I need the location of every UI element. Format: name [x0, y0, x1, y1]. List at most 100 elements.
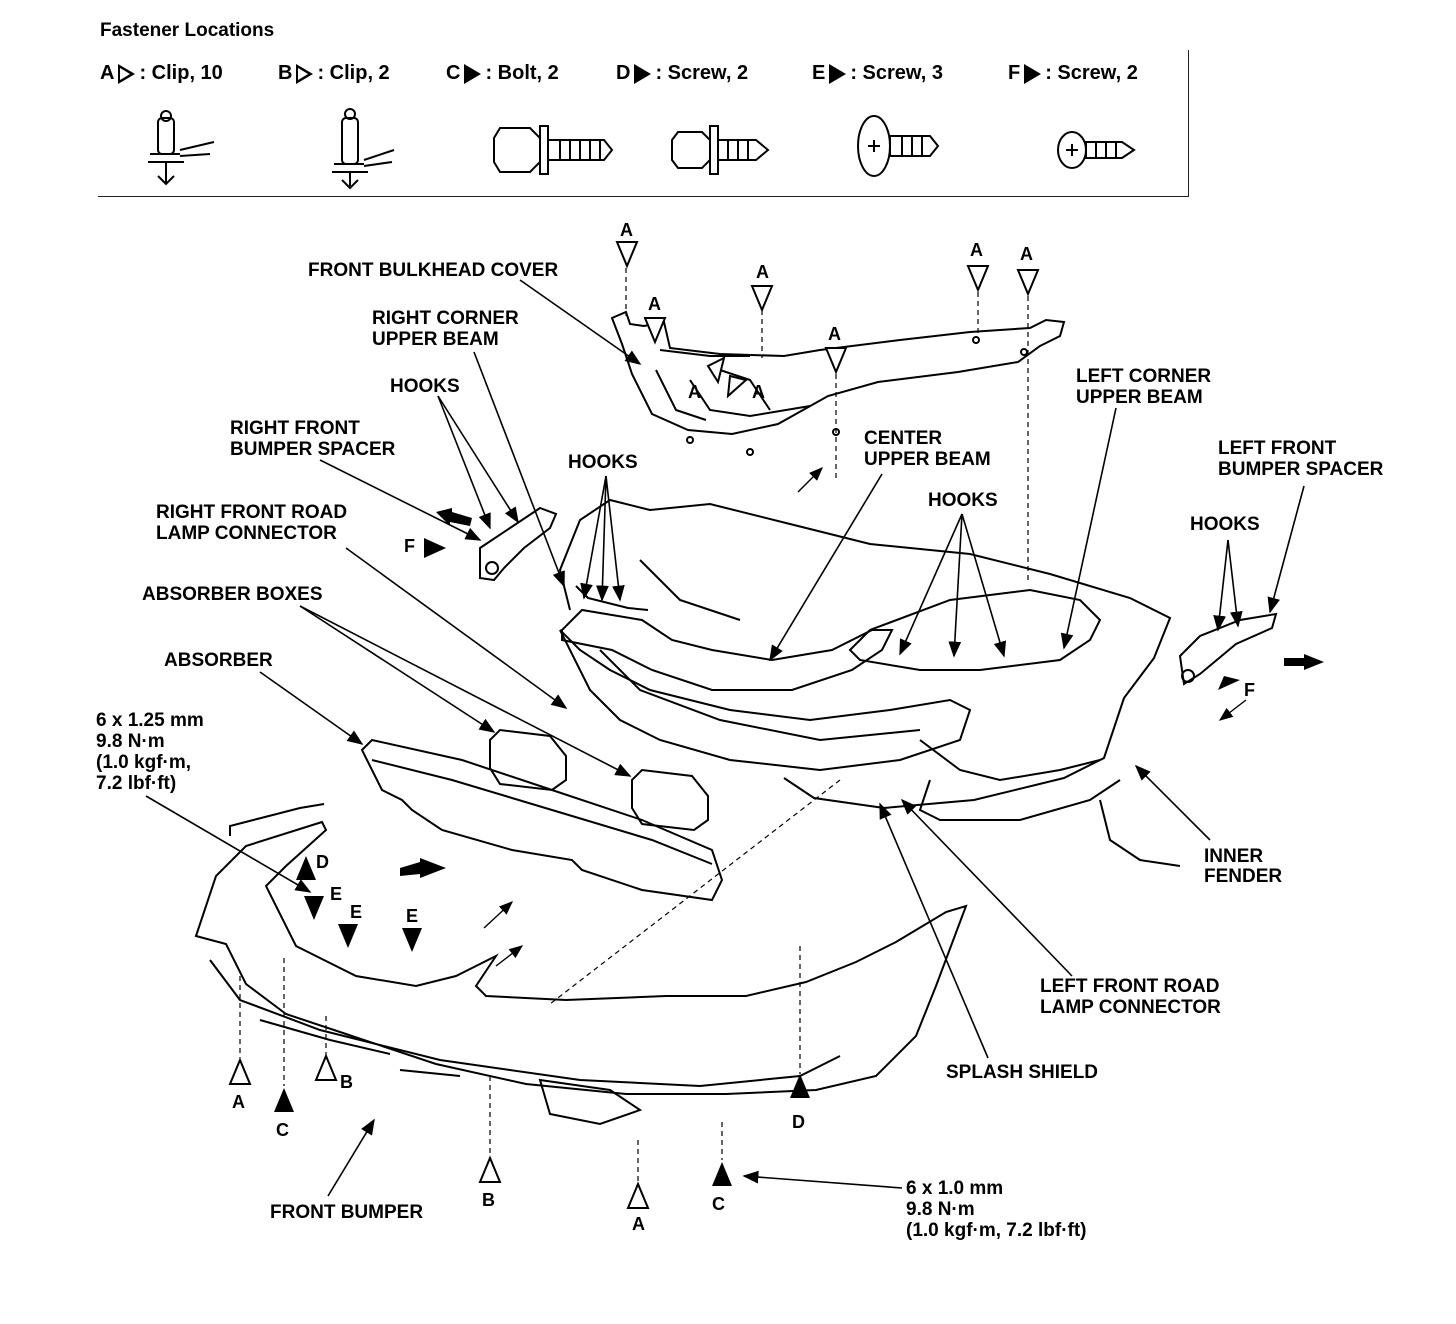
right-corner-upper-beam-label-2: UPPER BEAM — [372, 329, 499, 350]
inner-fender — [558, 498, 1181, 867]
hooks-label-right-corner: HOOKS — [568, 452, 638, 473]
fastener-legend-box: A : Clip, 10 B : Clip, 2 C : Bolt, 2 D :… — [98, 50, 1189, 197]
right-front-bumper-spacer-label-2: BUMPER SPACER — [230, 439, 396, 460]
hooks-label-left-corner: HOOKS — [928, 490, 998, 511]
absorber-boxes — [489, 728, 709, 832]
left-front-road-lamp-connector-label-1: LEFT FRONT ROAD — [1040, 976, 1220, 997]
fastener-c-label: C : Bolt, 2 — [446, 62, 559, 85]
absorber-label: ABSORBER — [164, 650, 273, 671]
front-bulkhead-cover — [610, 310, 1066, 456]
inner-fender-label-1: INNER — [1204, 846, 1264, 867]
marker-letter-b: B — [340, 1072, 353, 1092]
center-upper-beam-label-1: CENTER — [864, 428, 943, 449]
marker-letter-a: A — [828, 324, 841, 344]
hooks-label-left-spacer: HOOKS — [1190, 514, 1260, 535]
torque-spec-left-1: 6 x 1.25 mm — [96, 710, 204, 731]
fastener-f-letter: F — [1008, 62, 1021, 84]
screw-d-icon — [671, 125, 770, 175]
marker-letter-f: F — [404, 536, 415, 556]
inner-fender-label-2: FENDER — [1204, 866, 1283, 887]
fastener-e-label: E : Screw, 3 — [812, 62, 943, 85]
marker-letter-d: D — [316, 852, 329, 872]
splash-shield-label: SPLASH SHIELD — [946, 1062, 1099, 1083]
bolt-c-icon — [493, 125, 614, 175]
torque-spec-left-4: 7.2 lbf·ft) — [96, 773, 177, 794]
filled-triangle-markers — [274, 538, 1240, 1186]
marker-letter-a: A — [752, 382, 765, 402]
fastener-f-label: F : Screw, 2 — [1008, 62, 1138, 85]
absorber — [360, 738, 724, 902]
filled-triangle-icon — [464, 63, 482, 84]
center-upper-beam-label-2: UPPER BEAM — [864, 449, 991, 470]
hooks-label-right-spacer: HOOKS — [390, 376, 460, 397]
outline-triangle-icon — [296, 63, 314, 84]
fastener-a-letter: A — [100, 62, 115, 84]
marker-letter-a: A — [756, 262, 769, 282]
front-bumper — [194, 803, 968, 1126]
filled-triangle-icon — [634, 63, 652, 84]
marker-letter-e: E — [350, 902, 363, 922]
clip-b-icon — [332, 108, 395, 190]
fastener-d-label: D : Screw, 2 — [616, 62, 748, 85]
marker-letter-a: A — [688, 382, 701, 402]
marker-letter-a: A — [232, 1092, 245, 1112]
clip-a-icon — [148, 110, 215, 186]
right-front-bumper-spacer — [479, 506, 558, 582]
outline-triangle-icon — [118, 63, 136, 84]
torque-spec-left-3: (1.0 kgf·m, — [96, 752, 192, 773]
torque-spec-bottom-3: (1.0 kgf·m, 7.2 lbf·ft) — [906, 1220, 1087, 1241]
left-front-bumper-spacer-label-2: BUMPER SPACER — [1218, 459, 1384, 480]
marker-letter-e: E — [330, 884, 343, 904]
torque-spec-bottom-2: 9.8 N·m — [906, 1199, 975, 1220]
marker-letter-f: F — [1244, 680, 1255, 700]
filled-triangle-icon — [1024, 63, 1042, 84]
right-corner-upper-beam-label-1: RIGHT CORNER — [372, 308, 519, 329]
fastener-locations-title: Fastener Locations — [100, 20, 275, 41]
left-front-bumper-spacer — [1178, 612, 1278, 686]
fastener-e-desc: : Screw, 3 — [850, 62, 943, 84]
fastener-b-desc: : Clip, 2 — [317, 62, 390, 84]
fastener-a-label: A : Clip, 10 — [100, 62, 223, 85]
fastener-guide-lines — [239, 268, 1029, 1182]
marker-letter-d: D — [792, 1112, 805, 1132]
fastener-b-label: B : Clip, 2 — [278, 62, 390, 85]
marker-letter-a: A — [620, 220, 633, 240]
fastener-e-letter: E — [812, 62, 826, 84]
leader-lines — [145, 279, 1305, 1197]
fastener-c-desc: : Bolt, 2 — [485, 62, 559, 84]
right-front-road-lamp-connector-label-1: RIGHT FRONT ROAD — [156, 502, 348, 523]
left-front-road-lamp-connector-label-2: LAMP CONNECTOR — [1040, 997, 1221, 1018]
fastener-d-desc: : Screw, 2 — [655, 62, 749, 84]
front-bulkhead-cover-label: FRONT BULKHEAD COVER — [308, 260, 559, 281]
fastener-c-letter: C — [446, 62, 461, 84]
movement-lines — [483, 467, 1247, 967]
front-bumper-label: FRONT BUMPER — [270, 1202, 424, 1223]
fastener-d-letter: D — [616, 62, 631, 84]
torque-spec-left-2: 9.8 N·m — [96, 731, 165, 752]
absorber-boxes-label: ABSORBER BOXES — [142, 584, 323, 605]
right-front-bumper-spacer-label-1: RIGHT FRONT — [230, 418, 360, 439]
left-corner-upper-beam-label-2: UPPER BEAM — [1076, 387, 1203, 408]
marker-letter-e: E — [406, 906, 419, 926]
screw-e-icon — [857, 115, 940, 177]
marker-letter-c: C — [712, 1194, 725, 1214]
left-corner-upper-beam-label-1: LEFT CORNER — [1076, 366, 1212, 387]
marker-letter-a: A — [1020, 244, 1033, 264]
marker-letter-b: B — [482, 1190, 495, 1210]
torque-spec-bottom-1: 6 x 1.0 mm — [906, 1178, 1004, 1199]
upper-beams — [559, 585, 1102, 772]
fastener-f-desc: : Screw, 2 — [1045, 62, 1138, 84]
marker-letter-c: C — [276, 1120, 289, 1140]
fastener-a-desc: : Clip, 10 — [139, 62, 223, 84]
filled-triangle-icon — [829, 63, 847, 84]
direction-arrows — [400, 508, 1324, 878]
right-front-road-lamp-connector-label-2: LAMP CONNECTOR — [156, 523, 337, 544]
marker-letter-a: A — [632, 1214, 645, 1234]
left-front-bumper-spacer-label-1: LEFT FRONT — [1218, 438, 1337, 459]
marker-letter-a: A — [970, 240, 983, 260]
marker-letter-a: A — [648, 294, 661, 314]
fastener-b-letter: B — [278, 62, 293, 84]
screw-f-icon — [1057, 131, 1136, 169]
outline-triangle-markers — [228, 241, 1040, 1209]
